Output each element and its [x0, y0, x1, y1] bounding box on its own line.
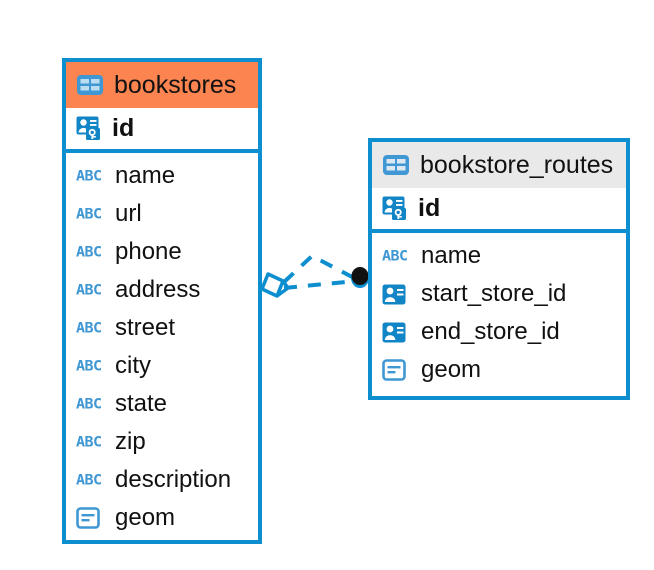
field-list-bookstore-routes: ABC name start_store_id: [372, 233, 626, 395]
abc-icon: ABC: [76, 357, 102, 374]
abc-icon: ABC: [76, 281, 102, 298]
field-label: start_store_id: [421, 280, 567, 307]
field-row-end-store-id[interactable]: end_store_id: [372, 313, 626, 351]
primary-key-icon: [382, 196, 409, 221]
field-label: url: [115, 200, 142, 227]
field-row-primary-key[interactable]: id: [66, 108, 258, 153]
field-label: state: [115, 390, 168, 417]
entity-header-bookstore-routes[interactable]: bookstore_routes: [372, 142, 626, 188]
relationship-line-upper: [282, 253, 357, 284]
relationship-line-lower: [283, 279, 357, 290]
primary-key-icon: [76, 116, 103, 141]
field-list-bookstores: ABC name ABC url ABC phone ABC address A…: [66, 153, 258, 543]
entity-table-bookstore-routes[interactable]: bookstore_routes id ABC: [368, 138, 630, 400]
field-label: name: [421, 242, 482, 269]
field-label: street: [115, 314, 176, 341]
foreign-key-icon: [382, 284, 412, 305]
field-label: zip: [115, 428, 146, 455]
entity-table-bookstores[interactable]: bookstores id ABC: [62, 58, 262, 544]
geometry-icon: [382, 359, 412, 381]
field-label: geom: [421, 356, 482, 383]
table-icon: [76, 74, 104, 96]
field-row-geom[interactable]: geom: [66, 499, 258, 537]
field-row-start-store-id[interactable]: start_store_id: [372, 275, 626, 313]
field-row-name[interactable]: ABC name: [66, 157, 258, 195]
geometry-icon: [76, 507, 106, 529]
field-label: description: [115, 466, 232, 493]
diamond-marker: [260, 272, 290, 298]
foreign-key-icon: [382, 322, 412, 343]
entity-title: bookstores: [114, 70, 237, 99]
abc-icon: ABC: [76, 433, 102, 450]
field-row-phone[interactable]: ABC phone: [66, 233, 258, 271]
field-row-state[interactable]: ABC state: [66, 385, 258, 423]
abc-icon: ABC: [76, 471, 102, 488]
field-label: city: [115, 352, 151, 379]
field-label: geom: [115, 504, 176, 531]
field-row-address[interactable]: ABC address: [66, 271, 258, 309]
field-label: id: [418, 194, 441, 222]
filled-circle-marker: [351, 267, 369, 288]
abc-icon: ABC: [382, 247, 408, 264]
abc-icon: ABC: [76, 395, 102, 412]
abc-icon: ABC: [76, 319, 102, 336]
field-row-description[interactable]: ABC description: [66, 461, 258, 499]
field-label: end_store_id: [421, 318, 560, 345]
entity-title: bookstore_routes: [420, 150, 614, 179]
field-row-street[interactable]: ABC street: [66, 309, 258, 347]
field-label: phone: [115, 238, 182, 265]
abc-icon: ABC: [76, 205, 102, 222]
field-row-geom[interactable]: geom: [372, 351, 626, 389]
table-icon: [382, 154, 410, 176]
field-label: name: [115, 162, 176, 189]
field-row-name[interactable]: ABC name: [372, 237, 626, 275]
entity-header-bookstores[interactable]: bookstores: [66, 62, 258, 108]
abc-icon: ABC: [76, 167, 102, 184]
field-row-primary-key[interactable]: id: [372, 188, 626, 233]
field-row-url[interactable]: ABC url: [66, 195, 258, 233]
field-row-zip[interactable]: ABC zip: [66, 423, 258, 461]
field-label: address: [115, 276, 201, 303]
field-label: id: [112, 114, 135, 142]
field-row-city[interactable]: ABC city: [66, 347, 258, 385]
abc-icon: ABC: [76, 243, 102, 260]
